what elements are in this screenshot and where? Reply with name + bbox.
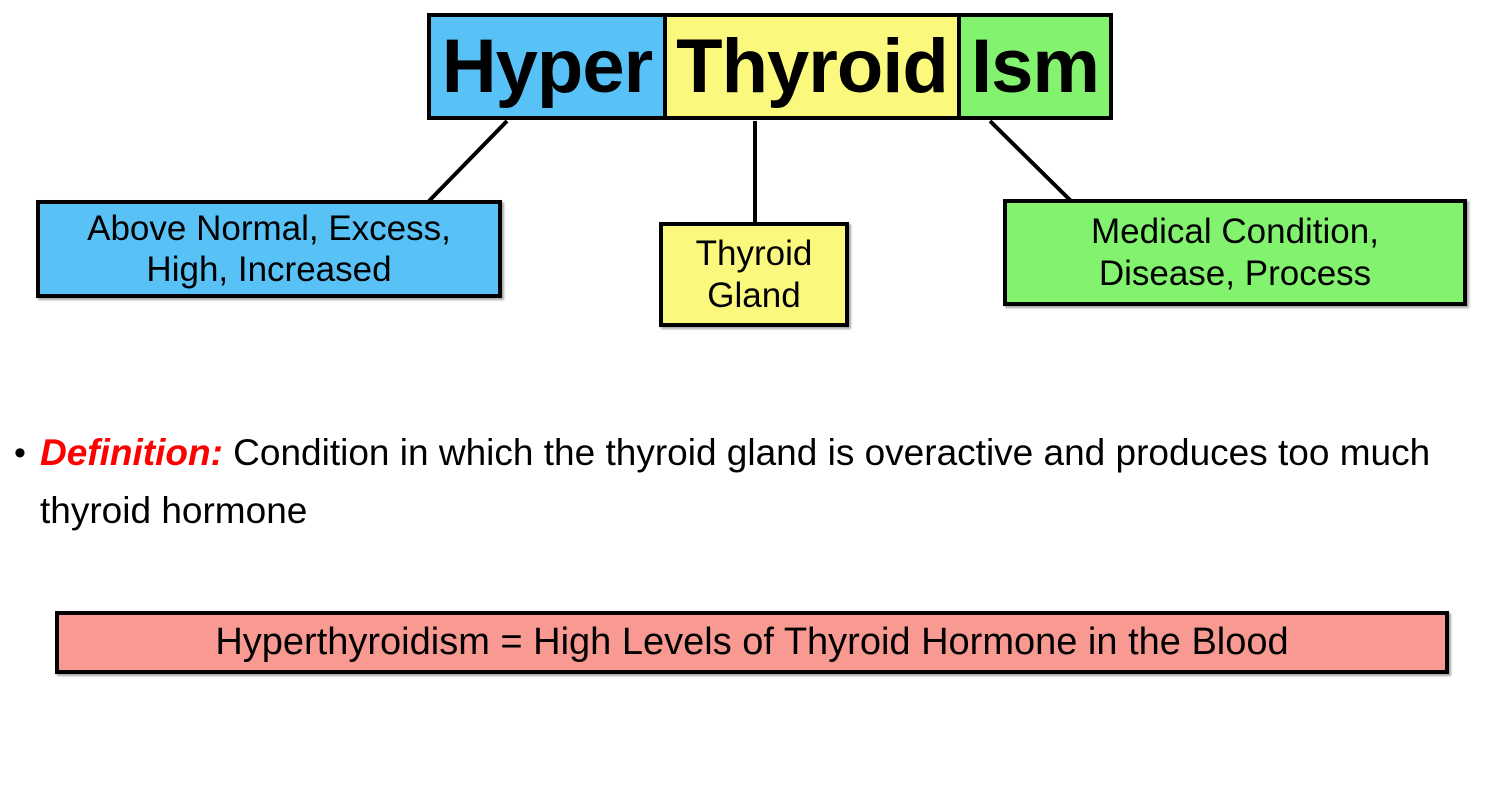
word-segment-ism: Ism	[961, 17, 1109, 116]
meaning-box-ism-text: Medical Condition, Disease, Process	[1091, 211, 1379, 294]
meaning-box-ism-line1: Medical Condition,	[1091, 212, 1379, 252]
meaning-box-thyroid-line2: Gland	[707, 275, 801, 315]
word-breakdown-header: Hyper Thyroid Ism	[427, 13, 1113, 120]
meaning-box-thyroid: Thyroid Gland	[659, 222, 849, 327]
summary-box: Hyperthyroidism = High Levels of Thyroid…	[55, 611, 1449, 674]
connector-line-hyper	[427, 119, 509, 203]
definition-bullet-row: • Definition: Condition in which the thy…	[0, 424, 1500, 540]
connector-line-ism	[988, 119, 1073, 203]
meaning-box-ism-line2: Disease, Process	[1098, 253, 1372, 293]
meaning-box-thyroid-line1: Thyroid	[695, 234, 813, 274]
meaning-box-hyper-line1: Above Normal, Excess,	[87, 208, 451, 248]
summary-box-text: Hyperthyroidism = High Levels of Thyroid…	[215, 621, 1289, 663]
meaning-box-thyroid-text: Thyroid Gland	[696, 233, 813, 316]
meaning-box-ism: Medical Condition, Disease, Process	[1003, 199, 1467, 306]
word-segment-thyroid: Thyroid	[667, 17, 961, 116]
meaning-box-hyper-text: Above Normal, Excess, High, Increased	[87, 208, 451, 291]
meaning-box-hyper-line2: High, Increased	[146, 250, 392, 289]
word-segment-hyper: Hyper	[431, 17, 667, 116]
definition-text: Definition: Condition in which the thyro…	[40, 424, 1500, 540]
definition-label: Definition:	[40, 432, 223, 473]
bullet-icon: •	[14, 434, 26, 472]
definition-body: Condition in which the thyroid gland is …	[40, 432, 1431, 531]
meaning-box-hyper: Above Normal, Excess, High, Increased	[36, 200, 502, 298]
